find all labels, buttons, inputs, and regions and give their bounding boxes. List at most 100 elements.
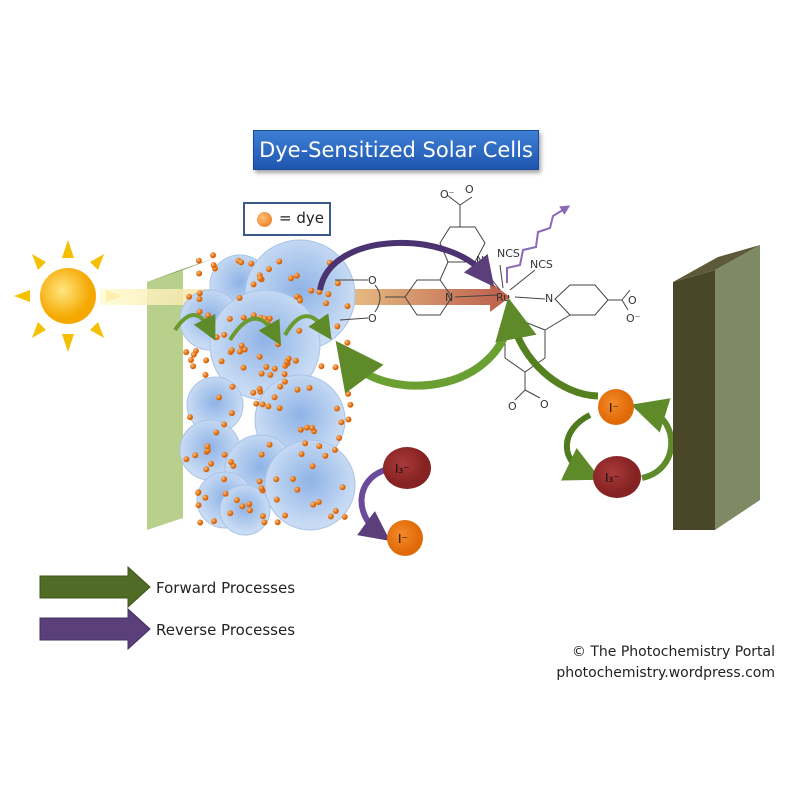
dye-dot: [188, 357, 194, 363]
dye-dot: [228, 347, 235, 354]
dye-dot: [325, 291, 332, 298]
dye-dot: [256, 478, 263, 485]
dye-dot: [208, 460, 215, 467]
dye-dot: [263, 364, 270, 370]
dye-dot-icon: [257, 212, 272, 227]
page-title: Dye-Sensitized Solar Cells: [253, 130, 539, 170]
dye-dot: [282, 512, 288, 519]
dye-dot: [221, 476, 228, 483]
dye-dot: [294, 386, 301, 393]
dye-dot: [336, 435, 343, 441]
dye-dot: [334, 323, 341, 330]
dye-dot: [332, 446, 338, 453]
dye-dot: [195, 502, 202, 509]
dye-dot: [296, 327, 303, 334]
dye-dot: [322, 452, 329, 459]
svg-text:N: N: [545, 292, 553, 305]
dye-dot: [332, 508, 339, 514]
dye-dot: [216, 394, 222, 401]
dye-dot: [190, 363, 197, 370]
credit-line-1: © The Photochemistry Portal: [571, 644, 775, 660]
dye-dot: [238, 259, 245, 266]
dye-dot: [202, 371, 209, 378]
dye-dot: [277, 383, 284, 390]
dye-dot: [345, 390, 352, 397]
dye-dot: [276, 258, 283, 265]
dye-dot: [256, 353, 263, 360]
dye-dot: [302, 440, 309, 447]
dye-dot: [221, 331, 228, 338]
svg-text:O: O: [628, 294, 637, 307]
dye-dot: [261, 519, 268, 526]
svg-text:I₃⁻: I₃⁻: [605, 471, 620, 485]
dye-dot: [233, 497, 240, 504]
electron-hopping-arrows: [173, 313, 332, 346]
dye-dot: [240, 314, 247, 321]
svg-text:I⁻: I⁻: [398, 532, 408, 546]
dye-dot: [332, 364, 339, 371]
dye-dot: [196, 290, 203, 297]
svg-text:O: O: [465, 183, 474, 196]
dye-dot: [229, 410, 235, 417]
svg-text:I₃⁻: I₃⁻: [395, 462, 410, 476]
dye-dot: [211, 518, 217, 525]
dye-dot: [203, 466, 210, 473]
dye-dot: [281, 371, 288, 378]
dye-dot: [271, 394, 278, 401]
dye-dot: [258, 451, 265, 458]
recombination-arrow: [317, 240, 495, 291]
dye-dot: [308, 287, 315, 294]
recombination-iodine-arrow: [357, 467, 391, 541]
triiodide-ion-left: I₃⁻: [383, 447, 431, 489]
counter-electrode: [673, 245, 760, 530]
dye-dot: [298, 451, 305, 458]
dye-dot: [205, 312, 212, 319]
excitation-squiggle-arrow: [506, 205, 571, 283]
dye-dot: [339, 484, 346, 491]
svg-text:I⁻: I⁻: [609, 401, 619, 415]
dye-legend: = dye: [243, 202, 331, 236]
dye-dot: [271, 365, 278, 372]
dye-dot: [276, 405, 283, 412]
dye-dot: [213, 334, 220, 341]
dye-dot: [344, 339, 351, 346]
dye-dot: [228, 459, 234, 465]
dye-dot: [315, 499, 322, 505]
dye-dot: [293, 272, 300, 279]
reverse-processes-label: Reverse Processes: [156, 621, 296, 639]
dye-dot: [197, 519, 204, 526]
dye-dot: [240, 364, 247, 371]
dye-dot: [196, 308, 203, 315]
dye-dot: [204, 443, 211, 450]
credit-line-2: photochemistry.wordpress.com: [556, 665, 775, 681]
dye-dot: [297, 426, 304, 433]
dye-dot: [213, 429, 220, 436]
svg-text:O: O: [508, 400, 517, 413]
dye-dot: [316, 288, 323, 295]
dye-dot: [344, 303, 351, 310]
svg-text:Ru: Ru: [496, 291, 510, 304]
iodide-ion-right: I⁻: [598, 389, 634, 425]
dye-dot: [267, 371, 274, 378]
dye-dot: [265, 403, 272, 410]
dye-dot: [335, 280, 341, 287]
dye-dot: [192, 452, 199, 459]
dye-dot: [281, 378, 288, 385]
photoanode-electrode: [147, 258, 215, 530]
dye-dot: [347, 401, 354, 408]
dye-dot: [309, 424, 316, 431]
dye-dot: [202, 494, 209, 501]
forward-processes-label: Forward Processes: [156, 579, 296, 597]
forward-process-arrow-icon: [39, 565, 151, 609]
dye-legend-label: = dye: [279, 209, 324, 227]
dye-dot: [273, 496, 280, 503]
svg-text:O⁻: O⁻: [626, 312, 641, 325]
dye-dot: [274, 519, 281, 526]
reverse-process-arrow-icon: [39, 607, 151, 651]
svg-text:N: N: [520, 320, 528, 333]
dye-dot: [309, 463, 316, 470]
dye-dot: [306, 384, 313, 391]
dye-dot: [210, 252, 216, 259]
dye-dot: [248, 260, 255, 267]
